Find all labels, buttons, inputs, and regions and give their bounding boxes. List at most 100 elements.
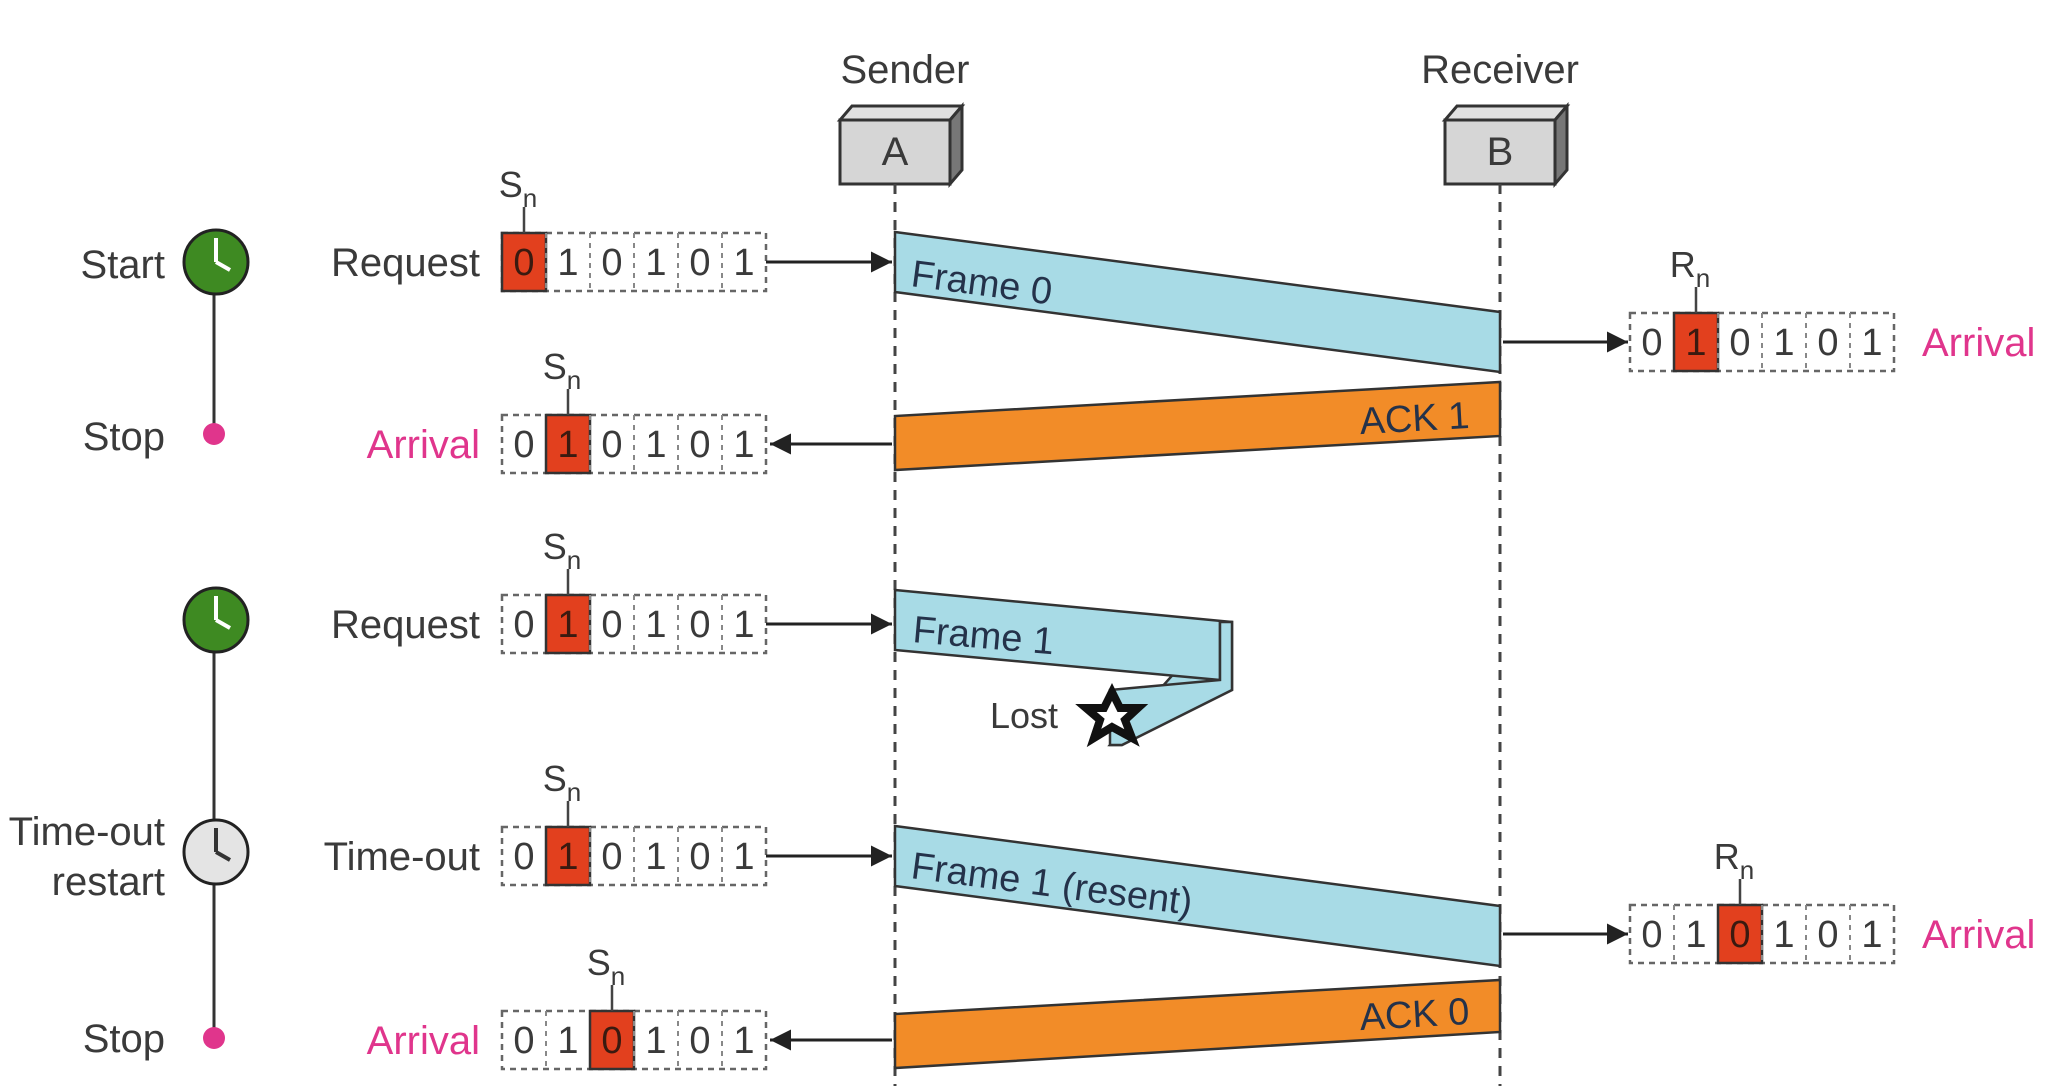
bit-value: 0	[1817, 322, 1838, 364]
sender-event-label-2: Request	[331, 603, 480, 647]
pointer-variable: Sn	[543, 758, 581, 807]
bit-value: 0	[689, 604, 710, 646]
frame-1-resent: Frame 1 (resent)	[893, 824, 1502, 968]
highlighted-bit-cell	[588, 1009, 636, 1071]
timer-start-label: Start	[81, 243, 165, 287]
receiver-window-0	[1628, 311, 1896, 373]
ack-1: ACK 1	[893, 380, 1502, 472]
receiver-station-name: B	[1487, 130, 1514, 174]
bit-value: 0	[601, 424, 622, 466]
bit-value: 0	[689, 242, 710, 284]
bit-value: 0	[513, 424, 534, 466]
bit-value: 1	[733, 604, 754, 646]
pointer-subscript: n	[567, 365, 581, 395]
bit-value: 0	[601, 1020, 622, 1062]
lost-marker: Lost	[990, 683, 1149, 748]
bit-value: 1	[645, 836, 666, 878]
bit-value: 1	[557, 604, 578, 646]
timeout-restart-label-line1: Time-out	[9, 810, 165, 854]
bit-value: 0	[1641, 322, 1662, 364]
bit-value: 1	[645, 424, 666, 466]
bit-value: 0	[1817, 914, 1838, 956]
bit-value: 0	[1729, 322, 1750, 364]
bit-value: 1	[645, 604, 666, 646]
bit-value: 0	[513, 1020, 534, 1062]
sender-window-1	[500, 413, 768, 475]
bit-value: 0	[513, 242, 534, 284]
timer-stop-label-1: Stop	[83, 415, 165, 459]
bit-value: 1	[1861, 322, 1882, 364]
bit-value: 0	[601, 836, 622, 878]
timer-stop-label-2: Stop	[83, 1017, 165, 1061]
highlighted-bit-cell	[1672, 311, 1720, 373]
frame-1-lost: Frame 1	[893, 588, 1234, 747]
bit-value: 1	[733, 1020, 754, 1062]
ack-0-label: ACK 0	[1359, 991, 1471, 1039]
bit-value: 1	[645, 1020, 666, 1062]
sender-event-label-1: Arrival	[367, 423, 480, 467]
sender-window-2	[500, 593, 768, 655]
bit-value: 1	[733, 424, 754, 466]
sender-label: Sender	[841, 48, 970, 92]
timer-stop-dot-1	[203, 423, 225, 445]
bit-value: 0	[513, 836, 534, 878]
sender-window-3	[500, 825, 768, 887]
bit-value: 0	[601, 242, 622, 284]
timer-start-clock-icon-2	[182, 586, 250, 654]
receiver-event-label-1: Arrival	[1922, 913, 2035, 957]
timer-restart-clock-icon	[182, 818, 250, 886]
bit-value: 0	[689, 424, 710, 466]
bit-value: 1	[557, 242, 578, 284]
pointer-variable: Rn	[1714, 836, 1754, 885]
pointer-subscript: n	[611, 961, 625, 991]
ack-1-label: ACK 1	[1359, 395, 1471, 443]
bit-value: 0	[689, 836, 710, 878]
bit-value: 0	[601, 604, 622, 646]
sender-station-box: A	[836, 101, 966, 189]
bit-value: 1	[1773, 914, 1794, 956]
frame-0: Frame 0	[893, 230, 1502, 374]
bit-value: 1	[1773, 322, 1794, 364]
highlighted-bit-cell	[544, 413, 592, 475]
timer-start-clock-icon	[182, 228, 250, 296]
pointer-variable: Sn	[543, 526, 581, 575]
bit-value: 1	[1861, 914, 1882, 956]
sender-event-label-4: Arrival	[367, 1019, 480, 1063]
bit-value: 1	[557, 424, 578, 466]
bit-value: 0	[689, 1020, 710, 1062]
pointer-subscript: n	[567, 777, 581, 807]
pointer-variable: Sn	[587, 942, 625, 991]
bit-value: 1	[733, 242, 754, 284]
receiver-label: Receiver	[1421, 48, 1579, 92]
bit-value: 0	[1641, 914, 1662, 956]
pointer-subscript: n	[1696, 263, 1710, 293]
sender-event-label-0: Request	[331, 241, 480, 285]
sender-station-name: A	[882, 130, 909, 174]
receiver-station-box: B	[1441, 101, 1571, 189]
pointer-subscript: n	[567, 545, 581, 575]
bit-value: 0	[1729, 914, 1750, 956]
pointer-subscript: n	[1740, 855, 1754, 885]
timer-stop-dot-2	[203, 1027, 225, 1049]
timeout-restart-label-line2: restart	[52, 860, 165, 904]
pointer-variable: Sn	[543, 346, 581, 395]
bit-value: 1	[733, 836, 754, 878]
bit-value: 1	[645, 242, 666, 284]
highlighted-bit-cell	[544, 825, 592, 887]
star-icon	[1075, 683, 1149, 748]
receiver-event-label-0: Arrival	[1922, 321, 2035, 365]
ack-0: ACK 0	[893, 978, 1502, 1070]
pointer-variable: Rn	[1670, 244, 1710, 293]
bit-value: 0	[513, 604, 534, 646]
bit-value: 1	[557, 1020, 578, 1062]
bit-value: 1	[557, 836, 578, 878]
